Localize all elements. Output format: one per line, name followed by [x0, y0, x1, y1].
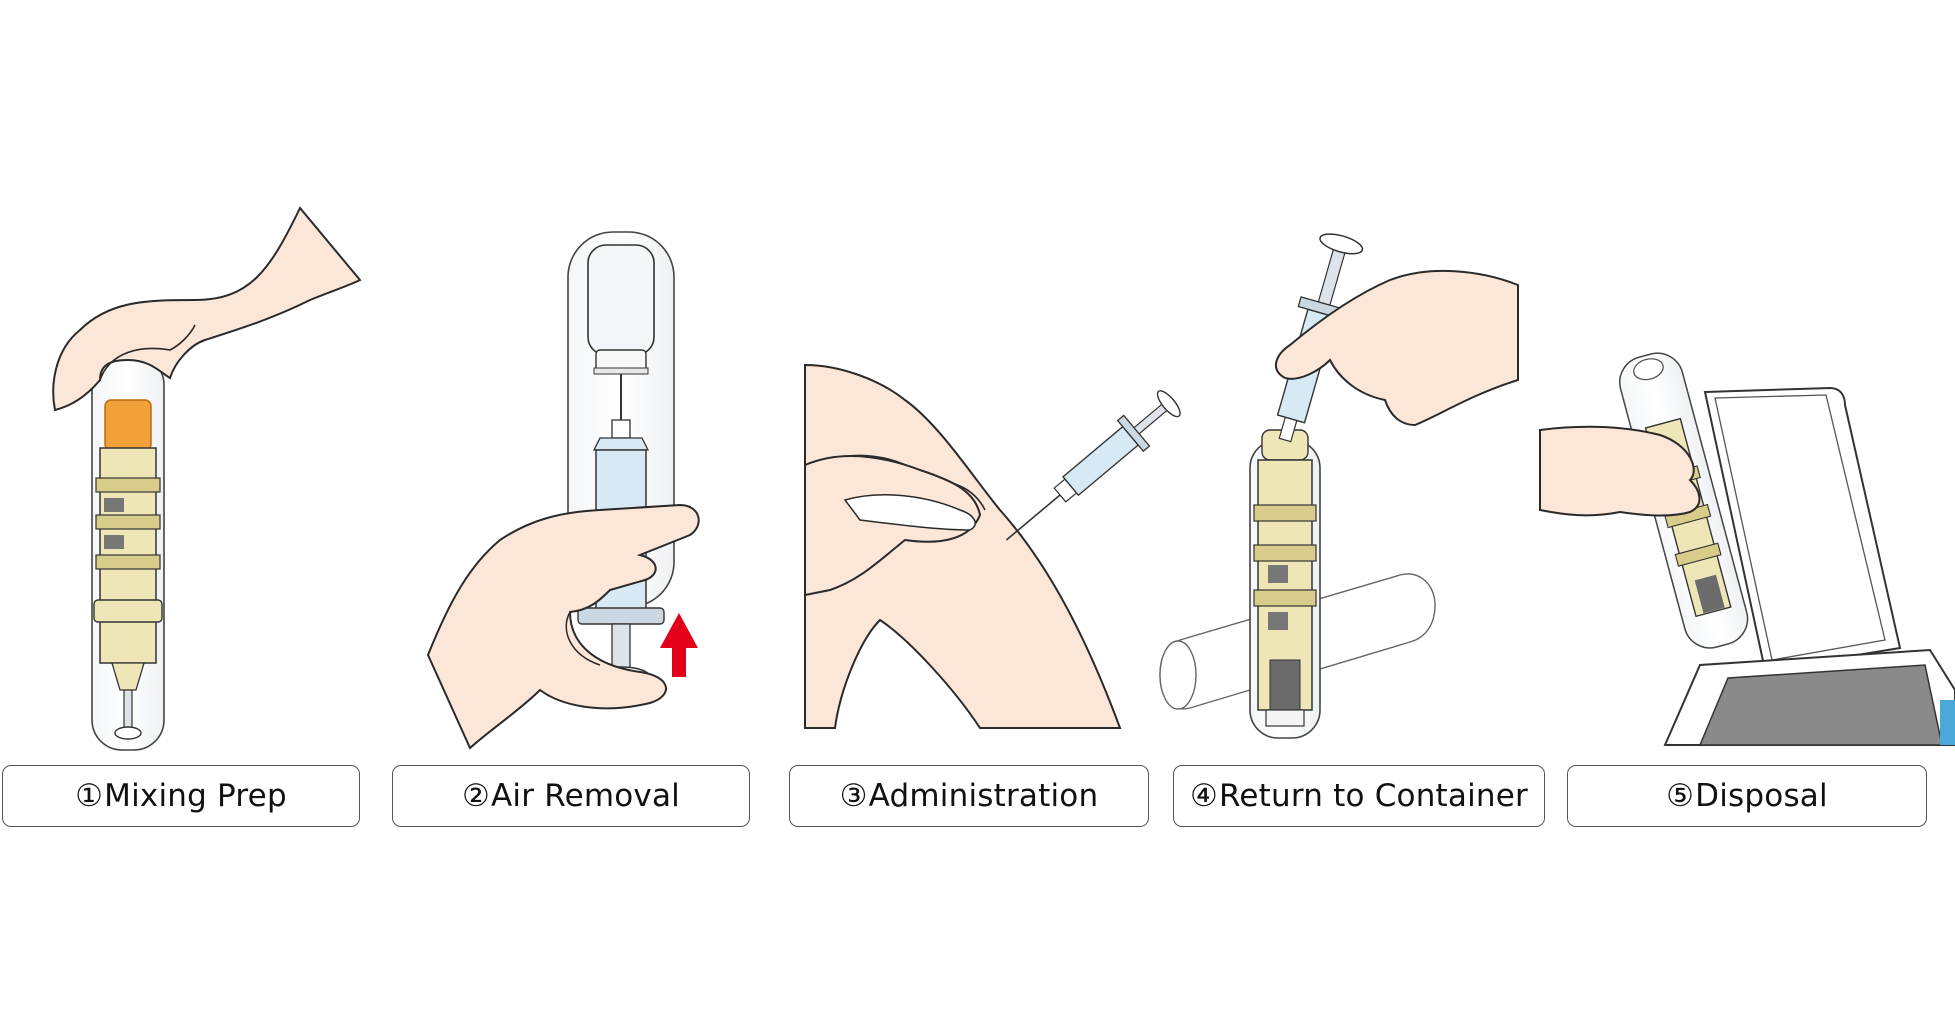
step-number: ⑤	[1666, 778, 1695, 814]
step-number: ②	[462, 778, 491, 814]
hand-icon	[1539, 425, 1701, 517]
panel-disposal	[1539, 352, 1955, 746]
step-text: Administration	[868, 778, 1099, 814]
panel-administration	[804, 363, 1181, 729]
hand-icon	[426, 503, 700, 750]
panel-air-removal	[426, 231, 700, 750]
arm-icon	[804, 363, 1122, 729]
step-number: ①	[75, 778, 104, 814]
step-text: Return to Container	[1219, 778, 1528, 814]
step-text: Disposal	[1695, 778, 1828, 814]
orange-cap	[104, 399, 152, 451]
panel-return-to-container	[1159, 233, 1519, 739]
injector-device-icon	[93, 399, 163, 740]
vial-icon	[587, 244, 655, 375]
step-number: ④	[1190, 778, 1218, 814]
injector-device-icon	[1253, 429, 1317, 727]
disposal-box-icon	[1663, 386, 1955, 746]
step-number: ③	[839, 778, 868, 814]
hand-icon	[804, 454, 982, 597]
panel-mixing-prep	[52, 206, 362, 751]
up-arrow-icon	[660, 613, 698, 677]
syringe-icon	[1005, 390, 1181, 541]
step-text: Mixing Prep	[104, 778, 287, 814]
step-text: Air Removal	[491, 778, 680, 814]
hand-icon	[1275, 269, 1519, 427]
